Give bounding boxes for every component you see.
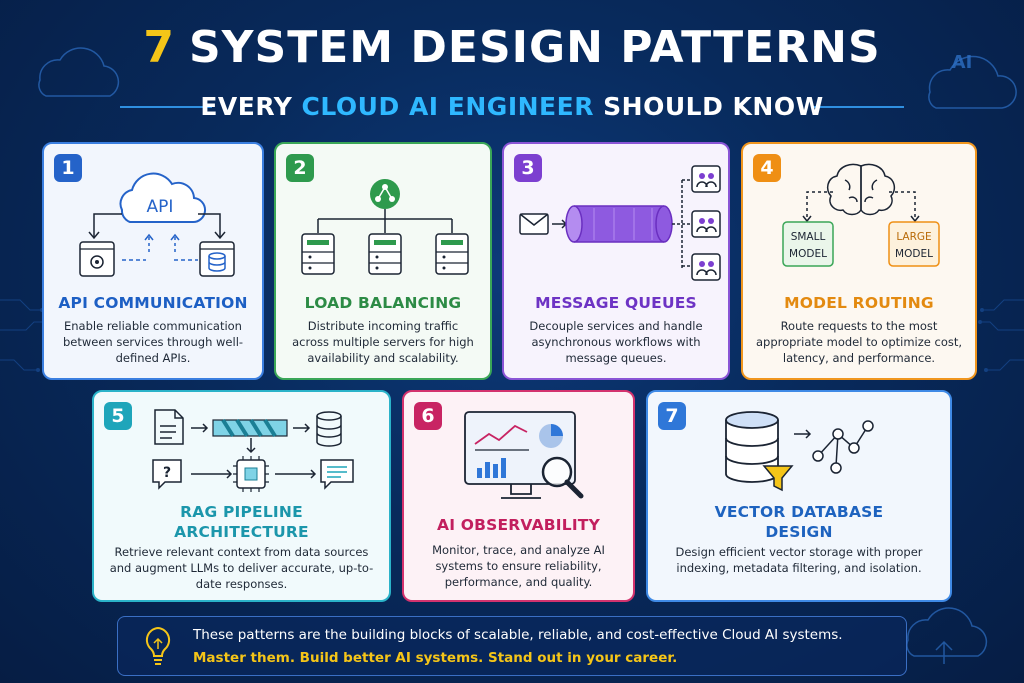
card-title-line1: RAG PIPELINE xyxy=(180,503,303,521)
pie-chart-icon xyxy=(539,424,563,448)
card-vector-database: 7 VECTOR DATABASE DESIGN Design efficien… xyxy=(646,390,952,602)
question-bubble-icon: ? xyxy=(152,459,182,490)
response-bubble-icon xyxy=(320,459,354,490)
server-icon xyxy=(301,233,335,275)
question-mark: ? xyxy=(163,465,171,481)
large-model-box xyxy=(888,221,940,267)
card-title: MESSAGE QUEUES xyxy=(535,294,697,312)
model-routing-diagram: SMALL MODEL LARGE MODEL xyxy=(782,163,940,267)
title-text: SYSTEM DESIGN PATTERNS xyxy=(188,22,881,73)
api-communication-diagram: API xyxy=(79,172,235,277)
card-description: Design efficient vector storage with pro… xyxy=(675,545,923,575)
small-model-label-1: SMALL xyxy=(791,231,826,243)
card-description: Enable reliable communication between se… xyxy=(62,319,244,365)
card-title: AI OBSERVABILITY xyxy=(437,516,600,534)
small-model-box xyxy=(782,221,834,267)
card-model-routing: 4 SMALL MODEL LARGE MODEL MODEL ROUTING … xyxy=(741,142,977,380)
message-queue-diagram xyxy=(519,165,721,281)
vector-graph-icon xyxy=(812,420,874,474)
card-title-line2: ARCHITECTURE xyxy=(174,523,309,541)
card-message-queues: 3 MESSAGE QUE xyxy=(502,142,730,380)
llm-chip-icon xyxy=(233,456,269,492)
server-icon xyxy=(435,233,469,275)
card-api-communication: 1 API API COMMUNICATION Enable reliable … xyxy=(42,142,264,380)
filter-icon xyxy=(762,465,794,492)
large-model-label-2: MODEL xyxy=(895,248,933,260)
card-ai-observability: 6 AI OBSERVABILITY Monitor, trace, and a… xyxy=(402,390,635,602)
page-title: 7 SYSTEM DESIGN PATTERNS xyxy=(0,22,1024,73)
api-label: API xyxy=(147,197,174,217)
card-rag-pipeline: 5 ? RAG PIPE xyxy=(92,390,391,602)
card-description: Retrieve relevant context from data sour… xyxy=(109,545,374,591)
card-title: VECTOR DATABASE DESIGN xyxy=(648,502,950,542)
load-balancing-diagram xyxy=(301,179,469,275)
title-number: 7 xyxy=(143,22,175,73)
card-number-badge: 1 xyxy=(54,154,82,182)
small-model-label-2: MODEL xyxy=(789,248,827,260)
divider-left xyxy=(120,106,212,108)
embedding-chunks-icon xyxy=(212,418,288,438)
vector-store-icon xyxy=(316,411,342,447)
envelope-icon xyxy=(519,213,549,235)
card-title: API COMMUNICATION xyxy=(58,294,248,312)
card-number-badge: 5 xyxy=(104,402,132,430)
subtitle-prefix: EVERY xyxy=(200,92,293,121)
vector-database-diagram xyxy=(725,411,874,492)
card-description: Decouple services and handle asynchronou… xyxy=(529,319,703,365)
bar-chart-icon xyxy=(477,458,506,478)
database-icon xyxy=(199,241,235,277)
card-title: LOAD BALANCING xyxy=(304,294,462,312)
card-description: Route requests to the most appropriate m… xyxy=(755,319,963,365)
footer-line-2: Master them. Build better AI systems. St… xyxy=(193,650,678,666)
brain-icon xyxy=(826,163,896,216)
subtitle-suffix: SHOULD KNOW xyxy=(603,92,824,121)
cloud-upload-icon xyxy=(906,607,988,657)
lightbulb-icon xyxy=(145,626,171,665)
card-load-balancing: 2 LOAD BALANCING Di xyxy=(274,142,492,380)
consumer-group-icon xyxy=(691,253,721,281)
footer-banner: These patterns are the building blocks o… xyxy=(117,616,907,676)
card-description: Monitor, trace, and analyze AI systems t… xyxy=(432,543,605,589)
magnifier-icon xyxy=(541,456,584,499)
observability-dashboard-diagram xyxy=(464,411,584,499)
subtitle-highlight: CLOUD AI ENGINEER xyxy=(301,92,594,121)
api-cloud-icon xyxy=(119,172,206,224)
page-subtitle: EVERY CLOUD AI ENGINEER SHOULD KNOW xyxy=(0,92,1024,121)
divider-right xyxy=(812,106,904,108)
card-title: RAG PIPELINE ARCHITECTURE xyxy=(94,502,389,542)
large-model-label-1: LARGE xyxy=(896,231,931,243)
document-icon xyxy=(154,409,184,445)
card-title-line1: VECTOR DATABASE xyxy=(714,503,884,521)
card-title-line2: DESIGN xyxy=(765,523,833,541)
server-icon xyxy=(368,233,402,275)
card-number-badge: 7 xyxy=(658,402,686,430)
consumer-group-icon xyxy=(691,165,721,193)
card-number-badge: 4 xyxy=(753,154,781,182)
card-number-badge: 3 xyxy=(514,154,542,182)
card-number-badge: 2 xyxy=(286,154,314,182)
footer-line-1: These patterns are the building blocks o… xyxy=(193,627,843,643)
line-chart-icon xyxy=(474,424,528,445)
card-description: Distribute incoming traffic across multi… xyxy=(292,319,474,365)
load-balancer-icon xyxy=(370,179,400,209)
gear-service-icon xyxy=(79,241,115,277)
consumer-group-icon xyxy=(691,210,721,238)
queue-cylinder-icon xyxy=(565,205,673,243)
card-number-badge: 6 xyxy=(414,402,442,430)
rag-pipeline-diagram: ? xyxy=(152,409,354,492)
card-title: MODEL ROUTING xyxy=(784,294,934,312)
